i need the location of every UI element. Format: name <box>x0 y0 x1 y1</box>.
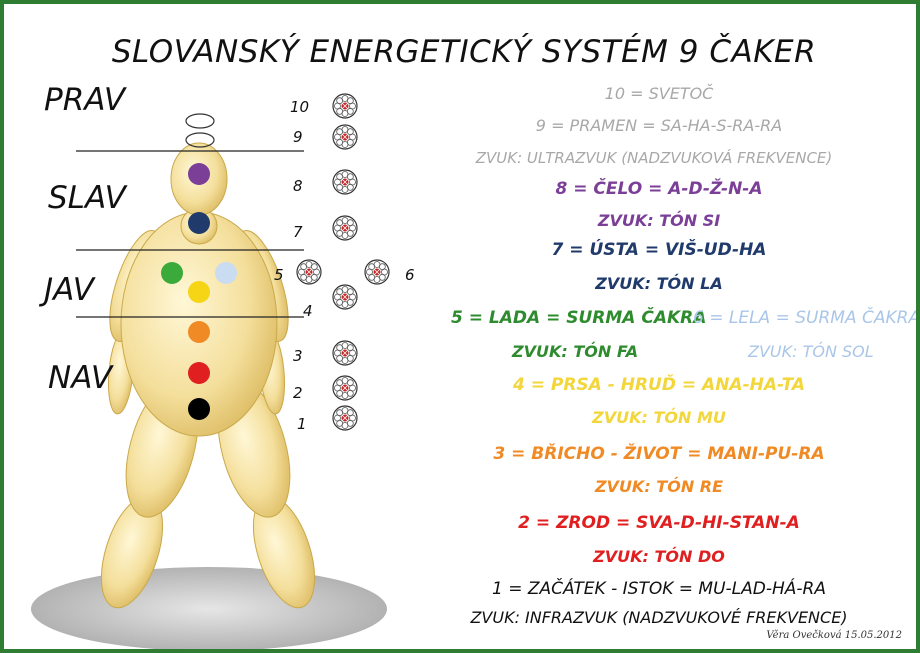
line-5-lada: 5 = LADA = SURMA ČAKRA <box>451 308 706 328</box>
chakra-symbol-1 <box>333 406 357 430</box>
line-1-sound: ZVUK: INFRAZVUK (NADZVUKOVÉ FREKVENCE) <box>394 608 920 627</box>
number-2: 2 <box>293 384 303 402</box>
line-8-sound: ZVUK: TÓN SI <box>394 211 920 230</box>
line-7-sound: ZVUK: TÓN LA <box>394 274 920 293</box>
line-3-bricho: 3 = BŘICHO - ŽIVOT = MANI-PU-RA <box>394 444 920 464</box>
level-slav: SLAV <box>48 180 126 216</box>
author-signature: Věra Ovečková 15.05.2012 <box>766 630 902 641</box>
line-7-usta: 7 = ÚSTA = VIŠ-UD-HA <box>394 240 920 260</box>
line-8-celo: 8 = ČELO = A-D-Ž-N-A <box>394 179 920 199</box>
chakra-symbol-5 <box>297 260 321 284</box>
line-4-sound: ZVUK: TÓN MU <box>394 408 920 427</box>
line-4-prsa: 4 = PRSA - HRUĎ = ANA-HA-TA <box>394 375 920 395</box>
chakra-symbol-9 <box>333 125 357 149</box>
chakra-symbol-7 <box>333 216 357 240</box>
number-7: 7 <box>293 223 303 241</box>
number-1: 1 <box>297 415 307 433</box>
chakra-symbol-10 <box>333 94 357 118</box>
level-nav: NAV <box>48 360 112 396</box>
line-3-sound: ZVUK: TÓN RE <box>394 477 920 496</box>
chakra-6-dot <box>215 262 237 284</box>
number-3: 3 <box>293 347 303 365</box>
floor-shadow <box>31 567 387 651</box>
number-5: 5 <box>274 266 284 284</box>
chakra-symbol-6 <box>365 260 389 284</box>
line-1-zacatek: 1 = ZAČÁTEK - ISTOK = MU-LAD-HÁ-RA <box>394 579 920 599</box>
chakra-symbol-4 <box>333 285 357 309</box>
line-6-sound: ZVUK: TÓN SOL <box>748 342 874 361</box>
chakra-symbol-3 <box>333 341 357 365</box>
line-6-lela: 6 = LELA = SURMA ČAKRA <box>693 308 920 328</box>
chakra-4-dot <box>188 281 210 303</box>
chakra-symbol-2 <box>333 376 357 400</box>
chakra-symbols <box>297 94 389 430</box>
chakra-7-dot <box>188 212 210 234</box>
number-9: 9 <box>293 128 303 146</box>
chakra-symbol-8 <box>333 170 357 194</box>
chakra-8-dot <box>188 163 210 185</box>
number-10: 10 <box>290 98 309 116</box>
line-9-sound: ZVUK: ULTRAZVUK (NADZVUKOVÁ FREKVENCE) <box>389 149 919 167</box>
number-8: 8 <box>293 177 303 195</box>
line-2-sound: ZVUK: TÓN DO <box>394 547 920 566</box>
number-4: 4 <box>303 302 313 320</box>
line-5-sound: ZVUK: TÓN FA <box>512 342 638 361</box>
level-prav: PRAV <box>44 82 125 118</box>
chakra-2-dot <box>188 362 210 384</box>
level-jav: JAV <box>44 272 94 308</box>
chakra-5-dot <box>161 262 183 284</box>
line-9-pramen: 9 = PRAMEN = SA-HA-S-RA-RA <box>394 116 920 135</box>
page-title: SLOVANSKÝ ENERGETICKÝ SYSTÉM 9 ČAKER <box>4 34 920 70</box>
chakra-10-ring <box>186 114 214 128</box>
chakra-3-dot <box>188 321 210 343</box>
chakra-1-dot <box>188 398 210 420</box>
line-10-svetoc: 10 = SVETOČ <box>394 84 920 103</box>
line-2-zrod: 2 = ZROD = SVA-D-HI-STAN-A <box>394 513 920 533</box>
